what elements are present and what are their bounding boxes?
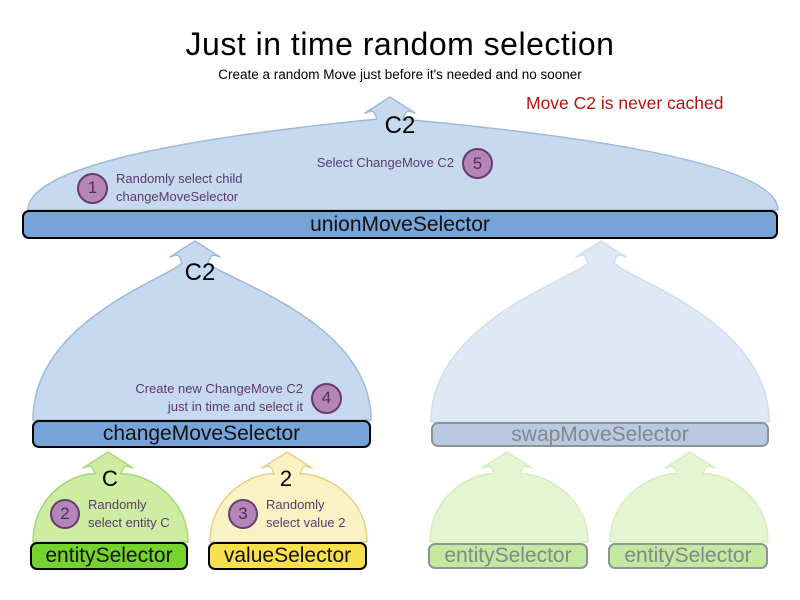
- page-title: Just in time random selection: [185, 26, 615, 62]
- faded-entity-selector-bar-1: entitySelector: [428, 543, 588, 569]
- step-2-text: Randomly select entity C: [88, 497, 170, 531]
- value-output-label: 2: [279, 466, 293, 491]
- step-3-text: Randomly select value 2: [266, 497, 346, 531]
- step-5-badge: 5: [462, 148, 493, 179]
- faded-entity-funnel-shape-2: [609, 451, 769, 543]
- step-5-text: Select ChangeMove C2: [316, 155, 454, 171]
- change-move-selector-bar: changeMoveSelector: [32, 420, 371, 448]
- page-subtitle: Create a random Move just before it's ne…: [218, 67, 582, 82]
- annotation-step-4: Create new ChangeMove C2 just in time an…: [60, 380, 342, 416]
- faded-entity-selector-bar-2: entitySelector: [608, 543, 768, 569]
- value-selector-bar: valueSelector: [208, 542, 367, 570]
- annotation-step-1: 1 Randomly select child changeMoveSelect…: [77, 170, 242, 206]
- entity-selector-bar: entitySelector: [30, 542, 188, 570]
- swap-move-funnel-shape: [430, 240, 770, 423]
- step-1-text: Randomly select child changeMoveSelector: [116, 171, 243, 205]
- faded-entity-funnel-shape-1: [429, 451, 589, 543]
- step-1-badge: 1: [77, 172, 108, 204]
- never-cached-note: Move C2 is never cached: [526, 93, 724, 113]
- annotation-step-5: Select ChangeMove C2 5: [250, 148, 493, 179]
- annotation-step-3: 3 Randomly select value 2: [228, 496, 346, 532]
- union-move-selector-bar: unionMoveSelector: [22, 210, 778, 239]
- step-3-badge: 3: [228, 499, 258, 530]
- union-output-label: C2: [384, 112, 416, 139]
- annotation-step-2: 2 Randomly select entity C: [50, 496, 170, 532]
- step-4-badge: 4: [311, 382, 342, 414]
- entity-output-label: C: [102, 466, 118, 491]
- swap-move-selector-bar: swapMoveSelector: [431, 422, 769, 447]
- change-output-label: C2: [184, 259, 216, 286]
- step-2-badge: 2: [50, 499, 80, 530]
- step-4-text: Create new ChangeMove C2 just in time an…: [135, 381, 303, 415]
